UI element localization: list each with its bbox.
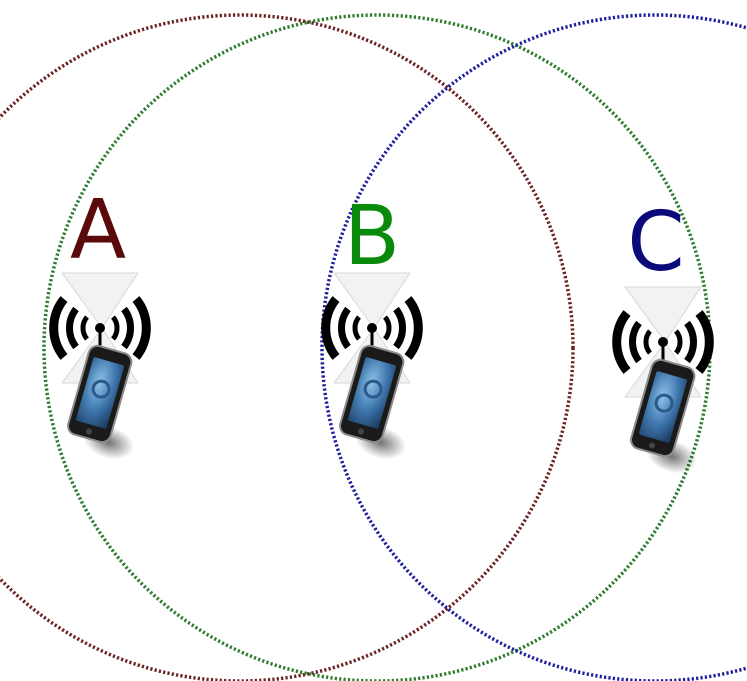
node-label-a: A: [70, 183, 126, 278]
node-a: [49, 272, 151, 460]
node-b: [321, 272, 423, 460]
mobile-phone-icon: [339, 344, 407, 460]
node-label-c: C: [627, 195, 684, 290]
mobile-phone-icon: [67, 344, 135, 460]
range-circle-a: [0, 13, 575, 681]
range-circle-c: [320, 13, 747, 681]
mobile-phone-icon: [630, 358, 698, 474]
node-c: [612, 286, 714, 474]
node-label-b: B: [344, 189, 400, 284]
